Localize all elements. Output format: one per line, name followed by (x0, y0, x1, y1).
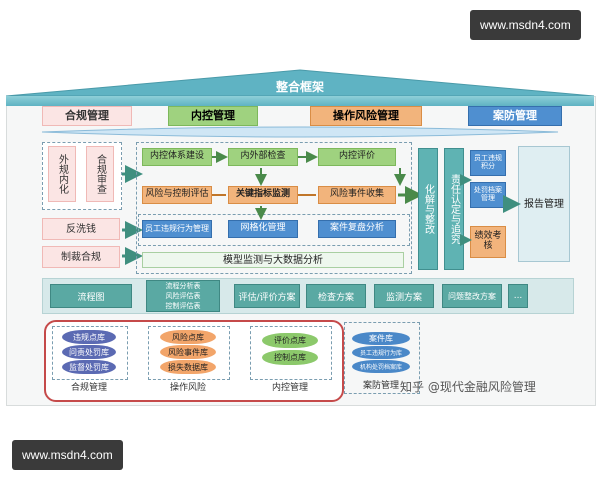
watermark-bottom: www.msdn4.com (12, 440, 123, 470)
watermark-top: www.msdn4.com (470, 10, 581, 40)
db-label-control: 内控管理 (271, 383, 308, 393)
plan-evaluation: 评估/评价方案 (234, 284, 300, 308)
box-penalty-archive: 处罚档案管理 (470, 182, 506, 208)
box-employee-points: 员工违规积分 (470, 150, 506, 176)
box-external-to-internal: 外规内化 (48, 146, 76, 202)
box-accountability: 责任认定与追究 (444, 148, 464, 270)
case-subgroup (138, 214, 410, 246)
box-compliance-review: 合规审查 (86, 146, 114, 202)
db-control-points: 控制点库 (262, 350, 318, 365)
db-accountability: 问责处罚库 (62, 345, 116, 359)
box-risk-control-assessment: 风险与控制评估 (142, 186, 212, 204)
db-risk-points: 风险点库 (160, 330, 216, 344)
arrows-left (122, 165, 143, 265)
category-op-risk: 操作风险管理 (310, 106, 422, 126)
mid-connectors (212, 151, 423, 220)
db-evaluation-points: 评价点库 (262, 333, 318, 348)
plan-rectification: 问题整改方案 (442, 284, 502, 308)
category-compliance: 合规管理 (42, 106, 132, 126)
box-anti-money-laundering: 反洗钱 (42, 218, 120, 240)
category-band (41, 126, 559, 138)
box-resolution-rectification: 化解与整改 (418, 148, 438, 270)
box-case-review: 案件复盘分析 (318, 220, 396, 238)
mid-group (136, 142, 412, 274)
db-label-case: 案防管理 (362, 381, 399, 391)
bar-model-monitoring: 模型监测与大数据分析 (142, 252, 404, 268)
box-risk-event-collection: 风险事件收集 (318, 186, 396, 204)
db-employee-misconduct: 员工违规行为库 (352, 346, 410, 359)
category-internal-control: 内控管理 (168, 106, 258, 126)
db-cases: 案件库 (352, 332, 410, 345)
db-group-case (344, 322, 420, 394)
db-label-compliance: 合规管理 (70, 383, 107, 393)
category-case-prevention: 案防管理 (468, 106, 562, 126)
plan-more: ... (508, 284, 528, 308)
box-employee-misconduct: 员工违规行为管理 (142, 220, 212, 238)
source-note: 知乎 @现代金融风险管理 (400, 380, 536, 394)
db-institution-penalty: 机构处罚档案库 (352, 360, 410, 373)
right-connectors (460, 174, 521, 246)
box-performance: 绩效考核 (470, 226, 506, 258)
db-risk-events: 风险事件库 (160, 345, 216, 359)
box-control-system: 内控体系建设 (142, 148, 212, 166)
db-loss-data: 损失数据库 (160, 360, 216, 374)
db-label-oprisk: 操作风险 (169, 383, 206, 393)
db-group-compliance (52, 326, 128, 380)
db-violation-points: 违规点库 (62, 330, 116, 344)
frame-header-band (6, 96, 594, 106)
roof-title: 整合框架 (275, 80, 324, 94)
db-group-control (250, 326, 332, 380)
box-inspection: 内外部检查 (228, 148, 298, 166)
db-group-oprisk (148, 326, 230, 380)
plan-monitoring: 监测方案 (374, 284, 434, 308)
box-kri-monitoring: 关键指标监测 (228, 186, 298, 204)
box-control-evaluation: 内控评价 (318, 148, 396, 166)
plan-inspection: 检查方案 (306, 284, 366, 308)
box-sanctions-compliance: 制裁合规 (42, 246, 120, 268)
db-supervision: 监督处罚库 (62, 360, 116, 374)
box-report-management: 报告管理 (518, 146, 570, 262)
plan-assessment-tables: 流程分析表 风险评估表 控制评估表 (146, 280, 220, 312)
plan-flowchart: 流程图 (50, 284, 132, 308)
box-grid-management: 网格化管理 (228, 220, 298, 238)
